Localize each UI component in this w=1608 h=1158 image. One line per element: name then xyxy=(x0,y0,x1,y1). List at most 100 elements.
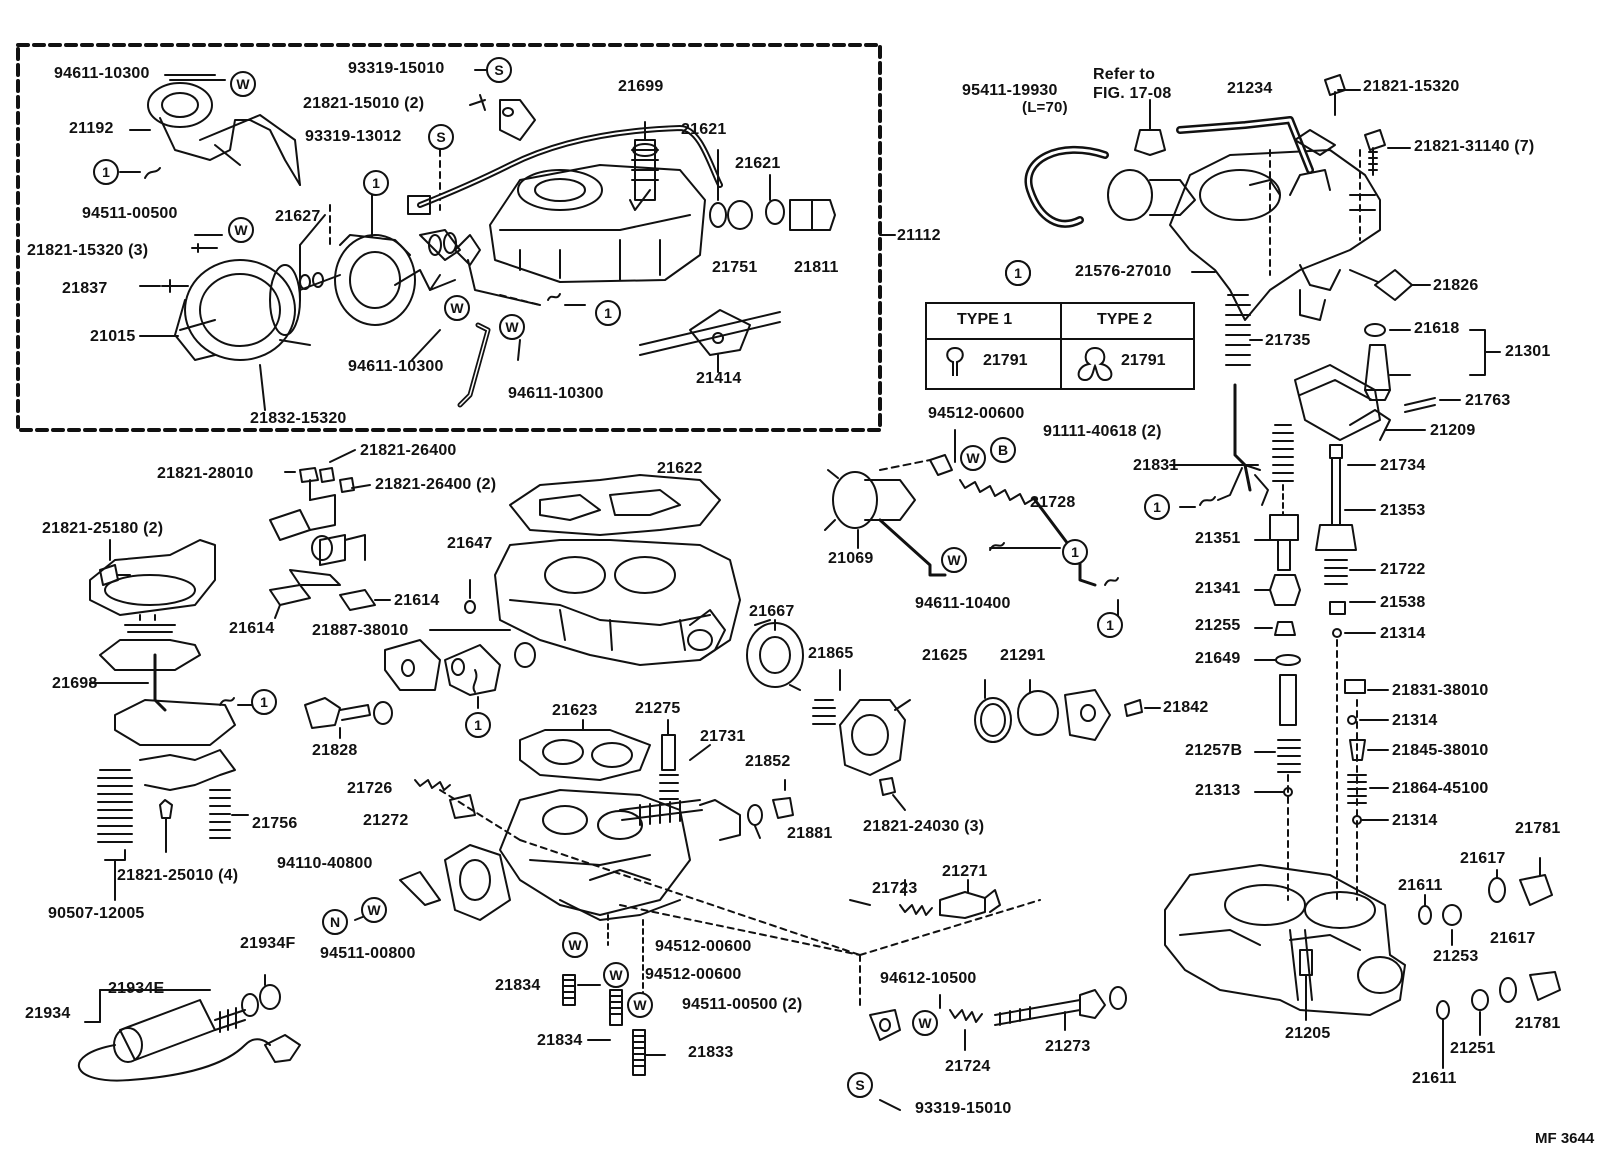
part-label: 21826 xyxy=(1433,277,1479,294)
washer-glyph: W xyxy=(633,997,647,1013)
part-label: 21831-38010 xyxy=(1392,682,1489,699)
marker-one-symbol xyxy=(1062,539,1088,565)
washer-symbol xyxy=(603,962,629,988)
part-label: 21834 xyxy=(495,977,541,994)
part-label: 21781 xyxy=(1515,1015,1561,1032)
part-label: 94611-10300 xyxy=(508,385,604,402)
part-label: 21821-24030 (3) xyxy=(863,818,985,835)
part-label: 21301 xyxy=(1505,343,1551,360)
refer-text: FIG. 17-08 xyxy=(1093,85,1172,102)
marker-one-glyph: 1 xyxy=(1071,544,1079,560)
part-label: 93319-13012 xyxy=(305,128,402,145)
part-label: 21627 xyxy=(275,208,321,225)
marker-one-symbol xyxy=(93,159,119,185)
part-label: 21821-15320 xyxy=(1363,78,1460,95)
bolt-glyph: B xyxy=(998,442,1008,458)
part-label: 94512-00600 xyxy=(655,938,752,955)
screw-glyph: S xyxy=(855,1077,864,1093)
marker-one-glyph: 1 xyxy=(604,305,612,321)
part-label: 21734 xyxy=(1380,457,1426,474)
part-label: 21275 xyxy=(635,700,681,717)
marker-one-glyph: 1 xyxy=(474,717,482,733)
washer-symbol xyxy=(912,1010,938,1036)
part-label: 21821-25010 (4) xyxy=(117,867,239,884)
washer-symbol xyxy=(627,992,653,1018)
part-21934-solenoid xyxy=(77,984,301,1082)
part-label: 21837 xyxy=(62,280,108,297)
part-label: 21255 xyxy=(1195,617,1241,634)
part-label: 21271 xyxy=(942,863,988,880)
part-label: 21618 xyxy=(1414,320,1460,337)
part-label: 21831 xyxy=(1133,457,1179,474)
part-label: 21811 xyxy=(794,259,839,276)
part-label: 94612-10500 xyxy=(880,970,977,987)
part-label: 21253 xyxy=(1433,948,1479,965)
clip-type2-icon xyxy=(1077,346,1113,382)
washer-glyph: W xyxy=(947,552,961,568)
part-label: 21722 xyxy=(1380,561,1426,578)
part-label: 21538 xyxy=(1380,594,1426,611)
refer-text: Refer to xyxy=(1093,66,1156,83)
washer-symbol xyxy=(444,295,470,321)
part-label: 94611-10300 xyxy=(54,65,150,82)
marker-one-glyph: 1 xyxy=(260,694,268,710)
marker-one-symbol xyxy=(251,689,277,715)
part-label: 21723 xyxy=(872,880,918,897)
part-label: 21735 xyxy=(1265,332,1311,349)
washer-glyph: W xyxy=(568,937,582,953)
part-label: 21865 xyxy=(808,645,854,662)
marker-one-glyph: 1 xyxy=(1153,499,1161,515)
part-label: 21934F xyxy=(240,935,296,952)
part-label: 94511-00500 xyxy=(82,205,178,222)
part-label: 21728 xyxy=(1030,494,1076,511)
washer-glyph: W xyxy=(505,319,519,335)
washer-symbol xyxy=(499,314,525,340)
washer-glyph: W xyxy=(918,1015,932,1031)
part-label: 21698 xyxy=(52,675,98,692)
marker-one-symbol xyxy=(1144,494,1170,520)
marker-one-symbol xyxy=(465,712,491,738)
clip-type1-icon xyxy=(946,346,964,376)
type-table: TYPE 1 TYPE 2 21791 21791 xyxy=(925,302,1195,390)
screw-glyph: S xyxy=(494,62,503,78)
part-label: 21781 xyxy=(1515,820,1561,837)
part-label: 21617 xyxy=(1460,850,1506,867)
part-label: 95411-19930 xyxy=(962,82,1058,99)
part-label: 21726 xyxy=(347,780,393,797)
part-label: 21621 xyxy=(735,155,781,172)
part-label: 21845-38010 xyxy=(1392,742,1489,759)
part-label: 21291 xyxy=(1000,647,1046,664)
part-label: 21821-28010 xyxy=(157,465,254,482)
washer-glyph: W xyxy=(609,967,623,983)
washer-glyph: W xyxy=(966,450,980,466)
part-label: 90507-12005 xyxy=(48,905,145,922)
part-21865-pump xyxy=(839,699,911,776)
part-throttle-body xyxy=(444,789,691,921)
screw-glyph: S xyxy=(436,129,445,145)
assembly-boundary-21112 xyxy=(16,43,882,432)
part-21622-gasket xyxy=(509,474,721,536)
marker-one-symbol xyxy=(1097,612,1123,638)
part-label: 21205 xyxy=(1285,1025,1331,1042)
type1-label: TYPE 1 xyxy=(957,311,1013,328)
part-label: 21614 xyxy=(394,592,440,609)
part-label: 21192 xyxy=(69,120,114,137)
washer-symbol xyxy=(960,445,986,471)
part-label: 21821-15010 (2) xyxy=(303,95,425,112)
part-21069-diaphragm xyxy=(824,469,947,577)
part-label: 94611-10300 xyxy=(348,358,444,375)
type1-part: 21791 xyxy=(983,352,1028,369)
part-label: 21756 xyxy=(252,815,298,832)
washer-symbol xyxy=(361,897,387,923)
part-label: 21724 xyxy=(945,1058,991,1075)
part-label: 21272 xyxy=(363,812,409,829)
part-label: 21069 xyxy=(828,550,874,567)
marker-one-symbol xyxy=(363,170,389,196)
part-label: 21015 xyxy=(90,328,136,345)
part-carburetor-body xyxy=(1164,864,1406,1016)
part-label: 21763 xyxy=(1465,392,1511,409)
washer-symbol xyxy=(941,547,967,573)
part-label: 21576-27010 xyxy=(1075,263,1172,280)
washer-symbol xyxy=(562,932,588,958)
